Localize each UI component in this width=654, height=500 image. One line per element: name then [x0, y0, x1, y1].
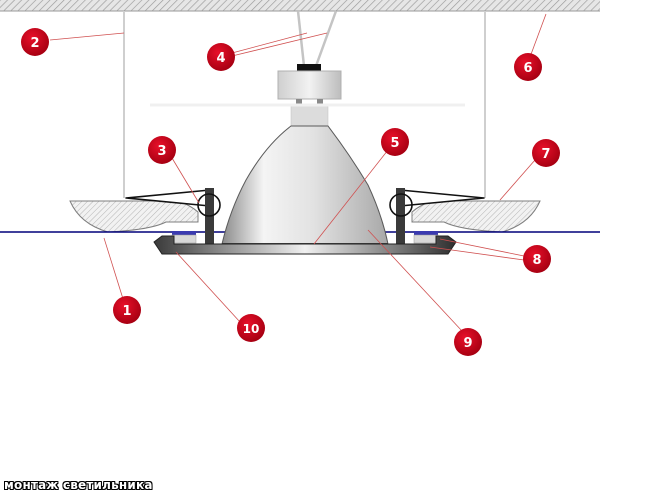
leader-3	[171, 157, 200, 204]
leader-9	[367, 229, 463, 332]
clip-loop-right	[389, 193, 413, 217]
svg-text:3: 3	[157, 144, 166, 159]
marker-5: 5	[381, 128, 409, 156]
marker-6: 6	[514, 53, 542, 81]
marker-10: 10	[237, 314, 265, 342]
leader-10	[175, 251, 241, 323]
leader-7	[499, 159, 536, 201]
svg-text:4: 4	[216, 51, 225, 66]
gasket-right	[414, 231, 438, 235]
marker-3: 3	[148, 136, 176, 164]
housing-post-right	[396, 188, 405, 246]
leader-5	[313, 149, 389, 245]
housing-post-left	[205, 188, 214, 246]
lamp-pin-right	[317, 99, 323, 107]
marker-4: 4	[207, 43, 235, 71]
marker-8: 8	[523, 245, 551, 273]
ceiling-board-right	[411, 200, 541, 233]
leader-lines	[49, 13, 547, 332]
marker-2: 2	[21, 28, 49, 56]
svg-text:5: 5	[390, 136, 399, 151]
lamp-socket	[277, 70, 342, 100]
svg-text:2: 2	[30, 36, 39, 51]
top-slab	[0, 0, 600, 11]
diagram-caption: монтаж светильника	[4, 478, 153, 492]
leader-4a	[231, 32, 308, 54]
marker-9: 9	[454, 328, 482, 356]
clip-loop-left	[197, 193, 221, 217]
leader-4b	[231, 32, 328, 57]
leader-8a	[439, 238, 525, 257]
svg-text:7: 7	[541, 147, 550, 162]
leader-6	[529, 13, 547, 58]
svg-text:1: 1	[122, 304, 131, 319]
lamp-pin-left	[296, 99, 302, 107]
ceiling-board-left	[69, 200, 199, 233]
decorative-ring	[153, 235, 457, 255]
svg-text:10: 10	[243, 322, 260, 336]
reflector	[221, 125, 389, 245]
marker-1: 1	[113, 296, 141, 324]
gasket-left	[172, 231, 196, 235]
svg-text:9: 9	[463, 336, 472, 351]
svg-text:8: 8	[532, 253, 541, 268]
leader-2	[49, 32, 125, 41]
wire-clamp	[297, 64, 321, 72]
supply-wire-right	[314, 10, 338, 67]
gasket-left-foam	[171, 234, 197, 244]
supply-wire-left	[296, 10, 306, 67]
leader-8b	[429, 246, 525, 261]
gasket-right-foam	[413, 234, 439, 244]
leader-1	[103, 237, 125, 303]
svg-text:6: 6	[523, 61, 532, 76]
marker-7: 7	[532, 139, 560, 167]
